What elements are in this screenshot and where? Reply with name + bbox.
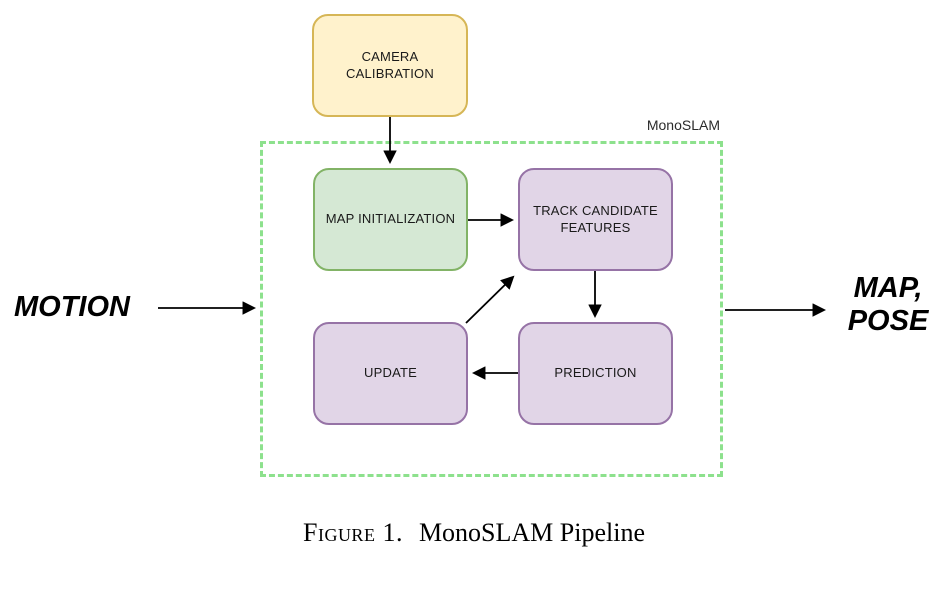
figure-caption: Figure 1. MonoSLAM Pipeline — [0, 518, 948, 548]
input-motion-label: MOTION — [14, 291, 130, 323]
node-prediction-label: PREDICTION — [554, 365, 637, 381]
node-map-initialization-label: MAP INITIALIZATION — [325, 211, 456, 227]
node-track-candidate-features: TRACK CANDIDATE FEATURES — [518, 168, 673, 271]
monoslam-container-label: MonoSLAM — [646, 117, 720, 133]
node-track-candidate-features-label: TRACK CANDIDATE FEATURES — [533, 202, 658, 235]
node-map-initialization: MAP INITIALIZATION — [313, 168, 468, 271]
figure-caption-title: MonoSLAM Pipeline — [418, 518, 646, 547]
figure-caption-number: Figure 1. — [302, 518, 403, 547]
monoslam-dashed-container — [260, 141, 723, 477]
node-camera-calibration-label: CAMERA CALIBRATION — [346, 48, 434, 81]
node-camera-calibration: CAMERA CALIBRATION — [312, 14, 468, 117]
output-map-pose-label: MAP, POSE — [847, 272, 929, 338]
node-update-label: UPDATE — [364, 365, 417, 381]
node-update: UPDATE — [313, 322, 468, 425]
node-prediction: PREDICTION — [518, 322, 673, 425]
